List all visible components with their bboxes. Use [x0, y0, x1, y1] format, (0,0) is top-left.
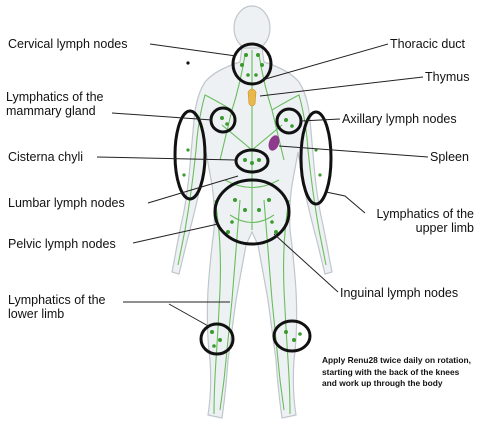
stray-dot	[186, 61, 189, 64]
label-lumbar-lymph-nodes: Lumbar lymph nodes	[8, 196, 125, 210]
label-upper-limb: Lymphatics of the upper limb	[362, 207, 474, 235]
leader-lower-limb-b	[169, 304, 210, 327]
label-mammary-gland: Lymphatics of the mammary gland	[6, 90, 136, 118]
label-pelvic-lymph-nodes: Pelvic lymph nodes	[8, 237, 116, 251]
instruction-note: Apply Renu28 twice daily on rotation, st…	[322, 355, 472, 390]
label-thymus: Thymus	[425, 70, 469, 84]
label-cisterna-chyli: Cisterna chyli	[8, 150, 83, 164]
label-axillary-lymph-nodes: Axillary lymph nodes	[342, 112, 457, 126]
leader-cervical	[150, 44, 236, 56]
leader-upper-limb	[326, 192, 365, 213]
label-inguinal-lymph-nodes: Inguinal lymph nodes	[340, 286, 458, 300]
leader-thoracic	[262, 44, 388, 80]
thymus-organ	[248, 89, 256, 106]
leader-pelvic	[133, 224, 218, 243]
label-spleen: Spleen	[430, 150, 469, 164]
label-thoracic-duct: Thoracic duct	[390, 37, 465, 51]
label-cervical-lymph-nodes: Cervical lymph nodes	[8, 37, 128, 51]
label-lower-limb: Lymphatics of the lower limb	[8, 293, 130, 321]
